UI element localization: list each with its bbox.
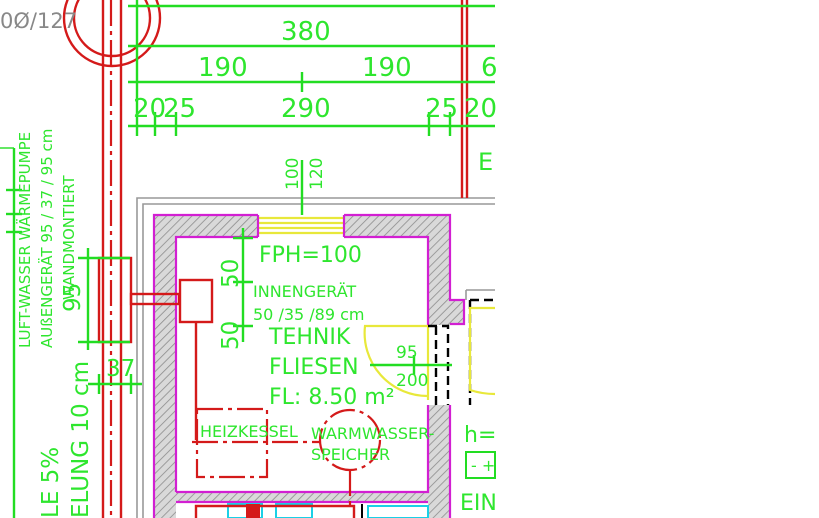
annotations: LUFT-WASSER WÄRMEPUMPE AUßENGERÄT 95 / 3… <box>15 129 497 518</box>
dim-25-left: 25 <box>163 94 196 124</box>
dim-290: 290 <box>281 94 331 124</box>
indoor-unit-label-1: INNENGERÄT <box>253 282 356 301</box>
dim-190-left: 190 <box>198 53 248 83</box>
indoor-unit-label-2: 50 /35 /89 cm <box>253 305 365 324</box>
dim-window-100: 100 <box>283 158 303 190</box>
dim-fph-50-b: 50 <box>218 321 244 350</box>
edge-ein-label: EIN <box>460 491 497 516</box>
dim-6: 6 <box>481 53 498 83</box>
dimension-texts: 0Ø/127 380 190 190 6 20 25 290 25 20 100… <box>0 9 498 391</box>
hot-water-label-2: SPEICHER <box>311 445 390 464</box>
hot-water-label-1: WARMWASSER- <box>311 424 434 443</box>
door-swing <box>363 324 450 405</box>
dim-unit-95: 95 <box>60 283 86 312</box>
hatched-walls <box>154 215 464 518</box>
dim-25-right: 25 <box>425 94 458 124</box>
dimension-lines <box>0 0 495 518</box>
dim-380: 380 <box>281 17 331 47</box>
dim-window-120: 120 <box>307 158 327 190</box>
dim-190-right: 190 <box>362 53 412 83</box>
adjacent-room <box>465 298 496 479</box>
heatpump-label-3: WANDMONTIERT <box>60 175 78 300</box>
slope-label-2: ELUNG 10 cm <box>68 361 94 518</box>
building-outline <box>136 197 495 518</box>
dim-fph-50-a: 50 <box>218 259 244 288</box>
edge-e-label: E <box>478 148 493 176</box>
wall-outlines <box>152 213 466 518</box>
room-name-1: TEHNIK <box>268 325 351 350</box>
dim-unit-37: 37 <box>106 356 135 382</box>
room-area: FL: 8.50 m² <box>269 385 395 410</box>
dim-20-right: 20 <box>464 94 497 124</box>
heatpump-label-2: AUßENGERÄT 95 / 37 / 95 cm <box>37 129 56 348</box>
dim-20-left: 20 <box>133 94 166 124</box>
edge-box-label: - + <box>471 456 495 475</box>
edge-h-label: h= <box>464 423 496 448</box>
slope-label-1: LE 5% <box>38 447 64 518</box>
heatpump-label-1: LUFT-WASSER WÄRMEPUMPE <box>15 132 34 348</box>
bottom-fixtures <box>194 503 429 518</box>
fph-label: FPH=100 <box>259 243 362 268</box>
cut-label: 0Ø/127 <box>0 9 77 33</box>
room-name-2: FLIESEN <box>269 355 359 380</box>
boiler-label: HEIZKESSEL <box>200 422 298 441</box>
window <box>256 215 346 237</box>
dim-door-95: 95 <box>396 343 418 363</box>
dim-door-200: 200 <box>396 371 428 391</box>
